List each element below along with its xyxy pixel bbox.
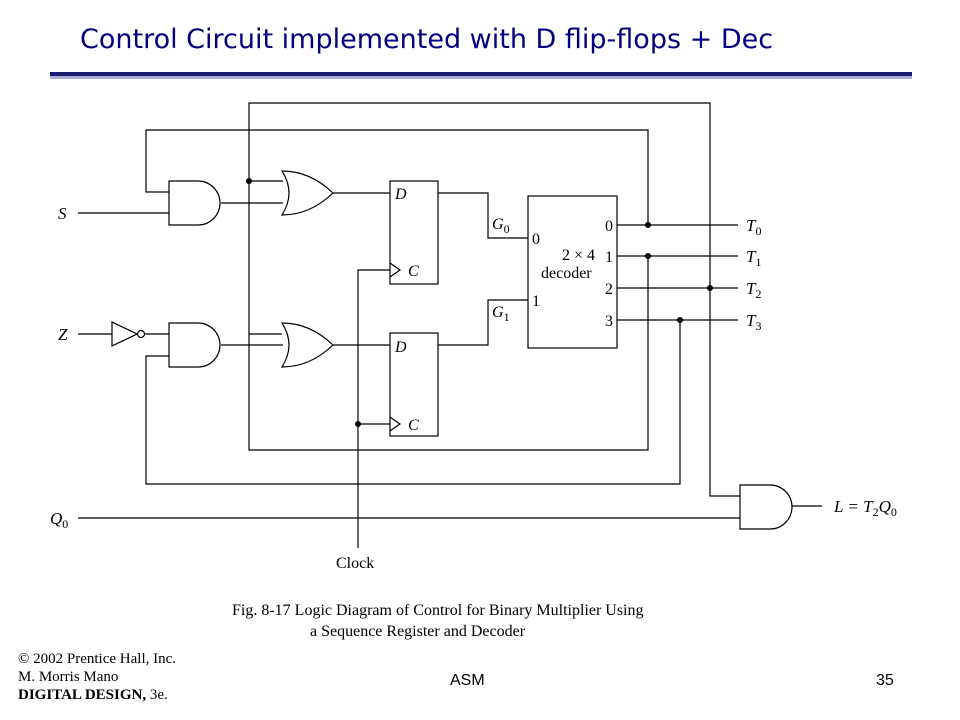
flip-flop-top <box>389 180 439 285</box>
inverter-gate <box>111 321 146 347</box>
output-t3-label: T3 <box>746 311 761 333</box>
clock-label: Clock <box>336 555 374 572</box>
title-divider <box>50 72 912 76</box>
input-z-label: Z <box>58 325 68 344</box>
book-title: DIGITAL DESIGN, <box>18 687 147 703</box>
input-q0-label: Q0 <box>50 509 68 531</box>
copyright-line1: © 2002 Prentice Hall, Inc. <box>18 651 177 667</box>
decoder-input-0-label: 0 <box>532 231 540 248</box>
slide-title: Control Circuit implemented with D flip-… <box>80 24 774 55</box>
copyright-line2: M. Morris Mano <box>18 669 119 685</box>
figure-caption: Fig. 8-17 Logic Diagram of Control for B… <box>232 600 644 642</box>
and-gate-bottom <box>168 322 221 368</box>
decoder-block <box>527 195 618 349</box>
figure-caption-line1: Fig. 8-17 Logic Diagram of Control for B… <box>232 602 644 619</box>
figure-caption-line2: a Sequence Register and Decoder <box>310 623 526 640</box>
or-gate-bottom <box>280 322 334 368</box>
input-s-label: S <box>58 204 67 223</box>
ff-top-c-label: C <box>408 263 419 280</box>
decoder-input-1-label: 1 <box>532 293 540 310</box>
title-divider-shadow <box>50 76 912 79</box>
decoder-output-1-label: 1 <box>605 249 613 266</box>
junction-dots <box>246 178 713 427</box>
g0-label: G0 <box>492 216 510 236</box>
ff-bottom-d-label: D <box>394 339 407 356</box>
wires <box>78 102 822 548</box>
and-gate-top <box>168 180 221 226</box>
logic-diagram: S Z Q0 Clock D C D C G0 G1 0 1 2 × 4 dec… <box>50 102 897 572</box>
copyright-line3: DIGITAL DESIGN, 3e. <box>18 686 176 704</box>
ff-top-d-label: D <box>394 186 407 203</box>
page-number: 35 <box>876 672 894 689</box>
output-t2-label: T2 <box>746 279 761 301</box>
decoder-output-3-label: 3 <box>605 313 613 330</box>
copyright-block: © 2002 Prentice Hall, Inc. M. Morris Man… <box>18 650 176 704</box>
decoder-output-0-label: 0 <box>605 218 613 235</box>
ff-bottom-c-label: C <box>408 417 419 434</box>
output-t0-label: T0 <box>746 216 761 238</box>
footer-topic: ASM <box>450 672 485 689</box>
g1-label: G1 <box>492 304 510 324</box>
and-gate-output <box>739 484 793 530</box>
book-edition: 3e. <box>146 687 168 703</box>
decoder-name-line2: decoder <box>541 265 592 282</box>
decoder-name-line1: 2 × 4 <box>562 247 595 264</box>
flip-flop-bottom <box>389 332 439 437</box>
output-l-label: L = T2Q0 <box>833 497 897 519</box>
decoder-output-2-label: 2 <box>605 281 613 298</box>
or-gate-top <box>280 170 334 216</box>
output-t1-label: T1 <box>746 247 761 269</box>
